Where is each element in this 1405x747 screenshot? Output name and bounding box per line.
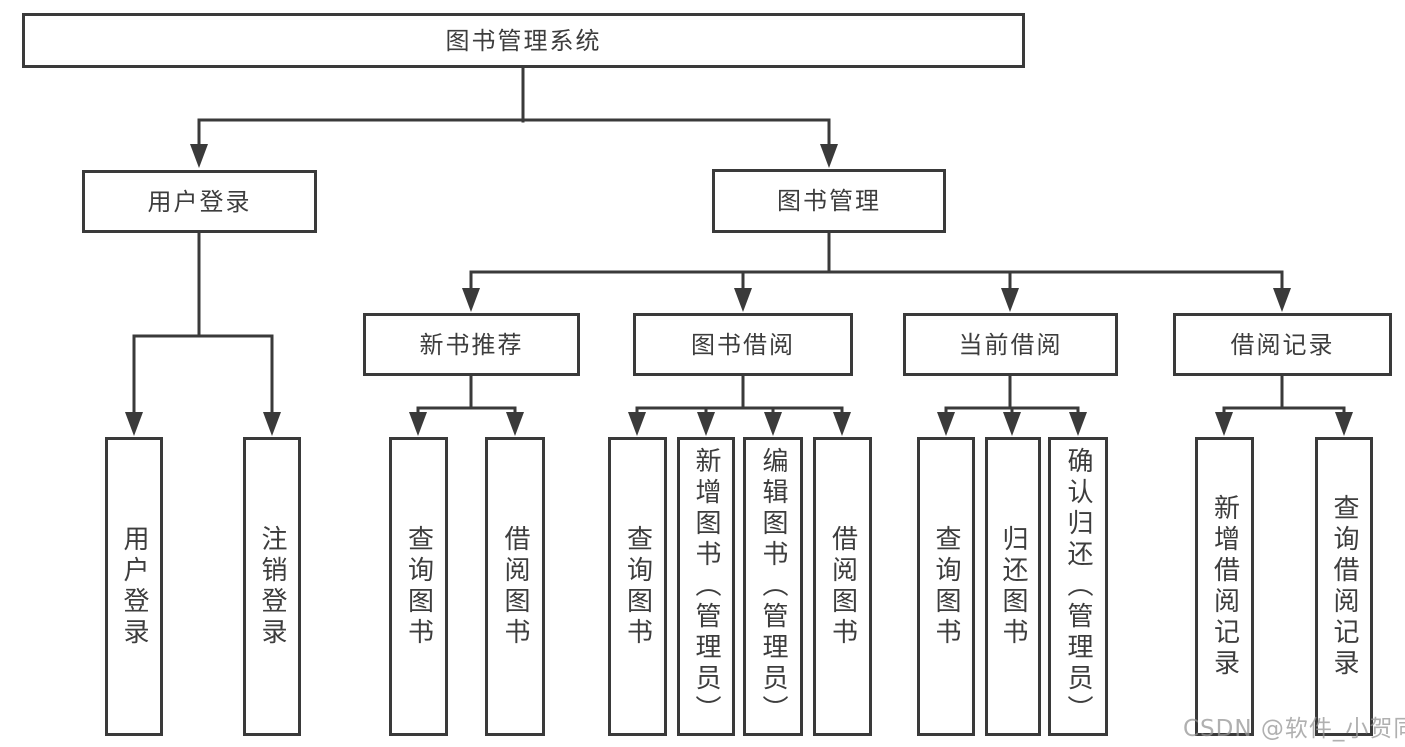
leaf-logout-label: 注销登录 xyxy=(257,524,287,649)
leaf-borrow-books-borrowing-label: 借阅图书 xyxy=(827,524,858,649)
watermark: CSDN @软件_小贺同学 xyxy=(1183,716,1405,742)
node-current-borrowing-label: 当前借阅 xyxy=(958,330,1063,359)
leaf-query-borrow-record-label: 查询借阅记录 xyxy=(1329,493,1359,680)
leaf-borrow-books-borrowing: 借阅图书 xyxy=(813,437,872,736)
leaf-borrow-books-recommend: 借阅图书 xyxy=(485,437,545,736)
node-borrow-records: 借阅记录 xyxy=(1173,313,1392,376)
node-book-borrowing-label: 图书借阅 xyxy=(691,330,795,359)
node-book-borrowing: 图书借阅 xyxy=(633,313,853,376)
node-library-system: 图书管理系统 xyxy=(22,13,1025,68)
node-user-login: 用户登录 xyxy=(82,170,317,233)
leaf-user-login-label: 用户登录 xyxy=(119,524,149,649)
leaf-return-books-label: 归还图书 xyxy=(998,524,1028,649)
leaf-query-books-borrowing-label: 查询图书 xyxy=(622,524,653,649)
leaf-query-borrow-record: 查询借阅记录 xyxy=(1315,437,1373,736)
node-book-management: 图书管理 xyxy=(712,169,946,233)
leaf-query-books-recommend-label: 查询图书 xyxy=(403,524,434,649)
leaf-confirm-return-admin-label: 确认归还（管理员） xyxy=(1063,447,1093,726)
leaf-return-books: 归还图书 xyxy=(985,437,1041,736)
leaf-query-books-current: 查询图书 xyxy=(917,437,975,736)
leaf-query-books-borrowing: 查询图书 xyxy=(608,437,667,736)
leaf-edit-book-admin: 编辑图书（管理员） xyxy=(743,437,803,736)
leaf-logout: 注销登录 xyxy=(243,437,301,736)
leaf-confirm-return-admin: 确认归还（管理员） xyxy=(1048,437,1108,736)
leaf-add-borrow-record-label: 新增借阅记录 xyxy=(1209,493,1240,680)
node-new-book-recommend: 新书推荐 xyxy=(363,313,580,376)
leaf-edit-book-admin-label: 编辑图书（管理员） xyxy=(758,447,788,726)
node-new-book-recommend-label: 新书推荐 xyxy=(419,330,524,359)
leaf-borrow-books-recommend-label: 借阅图书 xyxy=(500,524,530,649)
leaf-user-login: 用户登录 xyxy=(105,437,163,736)
leaf-add-borrow-record: 新增借阅记录 xyxy=(1195,437,1254,736)
leaf-add-book-admin: 新增图书（管理员） xyxy=(677,437,735,736)
node-user-login-label: 用户登录 xyxy=(147,187,252,216)
node-book-management-label: 图书管理 xyxy=(777,187,881,215)
node-current-borrowing: 当前借阅 xyxy=(903,313,1118,376)
leaf-query-books-current-label: 查询图书 xyxy=(931,524,961,649)
node-borrow-records-label: 借阅记录 xyxy=(1230,330,1335,359)
leaf-add-book-admin-label: 新增图书（管理员） xyxy=(691,447,721,726)
node-library-system-label: 图书管理系统 xyxy=(445,26,602,55)
leaf-query-books-recommend: 查询图书 xyxy=(389,437,448,736)
